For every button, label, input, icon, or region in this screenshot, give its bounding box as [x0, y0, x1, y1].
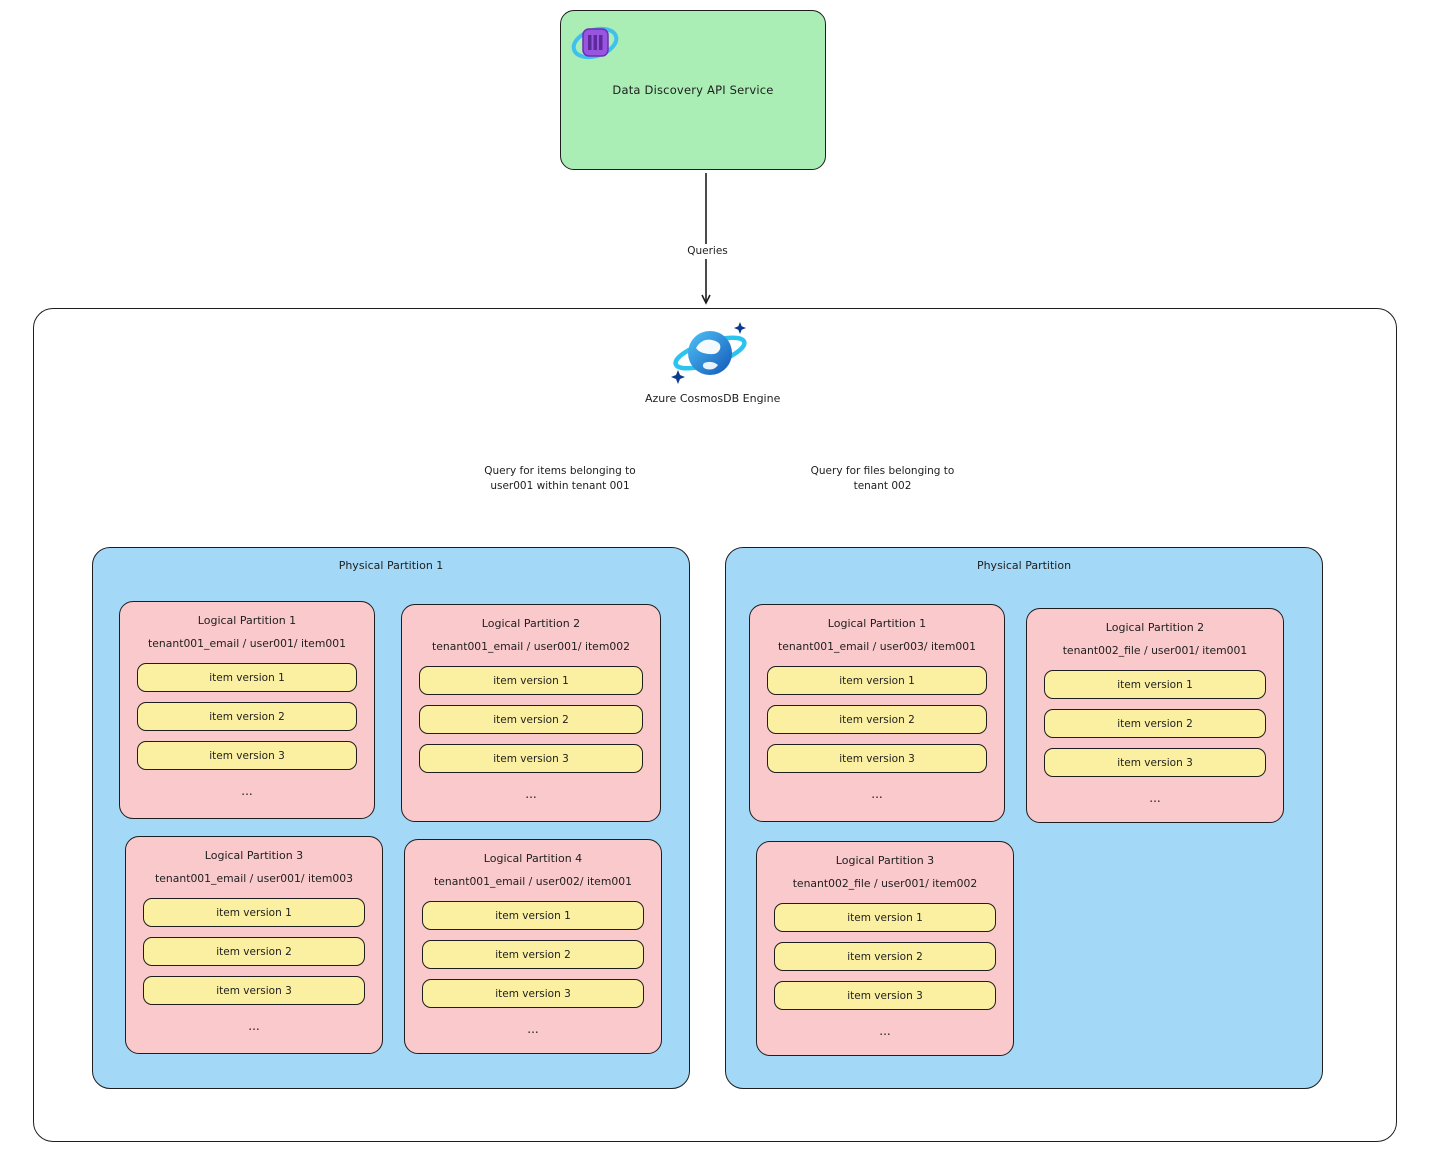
- logical-partition: Logical Partition 1 tenant001_email / us…: [119, 601, 375, 819]
- item-version: item version 3: [419, 744, 643, 773]
- item-version: item version 2: [1044, 709, 1266, 738]
- data-discovery-icon: [571, 26, 619, 60]
- logical-partition: Logical Partition 2 tenant002_file / use…: [1026, 608, 1284, 823]
- edge-label-right-line2: tenant 002: [853, 480, 912, 493]
- edge-label-left-line1: Query for items belonging to: [484, 465, 636, 477]
- item-version: item version 2: [419, 705, 643, 734]
- item-version: item version 1: [774, 903, 996, 932]
- partition-key: tenant002_file / user001/ item002: [792, 877, 978, 890]
- item-version: item version 2: [137, 702, 357, 731]
- logical-partition-title: Logical Partition 3: [204, 849, 304, 862]
- logical-partition-title: Logical Partition 2: [481, 617, 581, 630]
- item-version: item version 2: [422, 940, 644, 969]
- item-version: item version 3: [774, 981, 996, 1010]
- edge-label-left-query: Query for items belonging to user001 wit…: [460, 464, 660, 495]
- logical-partition: Logical Partition 1 tenant001_email / us…: [749, 604, 1005, 822]
- edge-label-left-line2: user001 within tenant 001: [490, 480, 630, 493]
- partition-key: tenant001_email / user001/ item001: [148, 637, 346, 650]
- edge-label-queries: Queries: [665, 244, 750, 260]
- logical-partition-title: Logical Partition 1: [197, 614, 297, 627]
- partition-key: tenant001_email / user001/ item003: [155, 872, 353, 885]
- physical-partition-title: Physical Partition: [976, 559, 1072, 572]
- logical-partition: Logical Partition 4 tenant001_email / us…: [404, 839, 662, 1054]
- ellipsis: ...: [1149, 791, 1161, 805]
- item-version: item version 3: [1044, 748, 1266, 777]
- item-version: item version 1: [143, 898, 365, 927]
- item-version: item version 1: [419, 666, 643, 695]
- physical-partition-2: Physical Partition Logical Partition 1 t…: [725, 547, 1323, 1089]
- logical-partition-title: Logical Partition 2: [1105, 621, 1205, 634]
- engine-label: Azure CosmosDB Engine: [645, 392, 781, 405]
- logical-partition-title: Logical Partition 4: [483, 852, 583, 865]
- edge-label-right-query: Query for files belonging to tenant 002: [790, 464, 975, 495]
- ellipsis: ...: [527, 1022, 539, 1036]
- item-version: item version 1: [1044, 670, 1266, 699]
- item-version: item version 3: [137, 741, 357, 770]
- item-version: item version 2: [767, 705, 987, 734]
- item-version: item version 2: [143, 937, 365, 966]
- ellipsis: ...: [525, 787, 537, 801]
- logical-partition-title: Logical Partition 3: [835, 854, 935, 867]
- ellipsis: ...: [248, 1019, 260, 1033]
- item-version: item version 3: [767, 744, 987, 773]
- edge-label-right-line1: Query for files belonging to: [810, 465, 955, 477]
- logical-partition: Logical Partition 3 tenant001_email / us…: [125, 836, 383, 1054]
- physical-partition-title: Physical Partition 1: [338, 559, 444, 572]
- item-version: item version 3: [422, 979, 644, 1008]
- partition-key: tenant002_file / user001/ item001: [1062, 644, 1248, 657]
- cosmosdb-engine-node: Azure CosmosDB Engine: [645, 320, 781, 405]
- item-version: item version 1: [767, 666, 987, 695]
- item-version: item version 3: [143, 976, 365, 1005]
- ellipsis: ...: [879, 1024, 891, 1038]
- partition-key: tenant001_email / user001/ item002: [432, 640, 630, 653]
- partition-key: tenant001_email / user003/ item001: [778, 640, 976, 653]
- logical-partition-title: Logical Partition 1: [827, 617, 927, 630]
- ellipsis: ...: [871, 787, 883, 801]
- logical-partition: Logical Partition 2 tenant001_email / us…: [401, 604, 661, 822]
- data-discovery-service-node: Data Discovery API Service: [560, 10, 826, 170]
- item-version: item version 1: [137, 663, 357, 692]
- item-version: item version 2: [774, 942, 996, 971]
- partition-key: tenant001_email / user002/ item001: [434, 875, 632, 888]
- cosmosdb-planet-icon: [671, 322, 747, 384]
- physical-partition-1: Physical Partition 1 Logical Partition 1…: [92, 547, 690, 1089]
- logical-partition: Logical Partition 3 tenant002_file / use…: [756, 841, 1014, 1056]
- item-version: item version 1: [422, 901, 644, 930]
- ellipsis: ...: [241, 784, 253, 798]
- service-label: Data Discovery API Service: [612, 83, 774, 97]
